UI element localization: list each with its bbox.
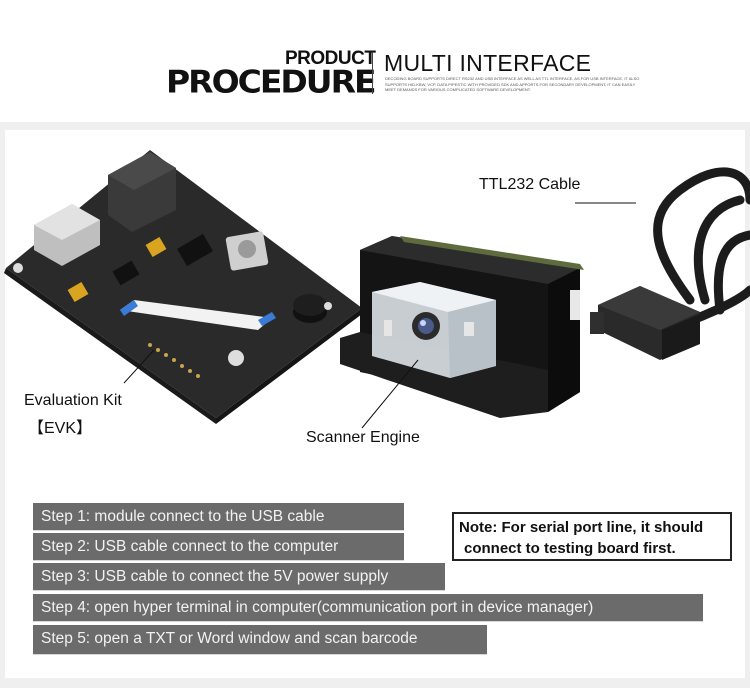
ttl-cable-label: TTL232 Cable [479, 176, 581, 193]
header-title: MULTI INTERFACE [384, 50, 592, 76]
content-panel [0, 122, 750, 688]
db9-connector-image [590, 286, 700, 360]
step-2: Step 2: USB cable connect to the compute… [33, 533, 404, 561]
header-description: Decoding board supports direct RS232 and… [385, 76, 640, 92]
evaluation-kit-label: Evaluation Kit [24, 392, 122, 409]
header-procedure: PROCEDURE [166, 62, 377, 101]
scanner-engine-label: Scanner Engine [306, 429, 420, 446]
header-product: PRODUCT [285, 48, 376, 69]
step-4: Step 4: open hyper terminal in computer(… [33, 594, 703, 622]
header: PRODUCT PROCEDURE MULTI INTERFACE Decodi… [0, 0, 750, 122]
step-5: Step 5: open a TXT or Word window and sc… [33, 625, 487, 655]
header-divider [372, 52, 373, 94]
step-1: Step 1: module connect to the USB cable [33, 503, 404, 531]
step-3: Step 3: USB cable to connect the 5V powe… [33, 563, 445, 591]
evaluation-board-image [4, 150, 362, 424]
note-box: Note: For serial port line, it should co… [452, 512, 732, 561]
note-line-2: connect to testing board first. [464, 540, 676, 557]
evk-label: 【EVK】 [28, 420, 93, 437]
scanner-engine-image [340, 236, 584, 418]
note-line-1: Note: For serial port line, it should [459, 519, 704, 536]
